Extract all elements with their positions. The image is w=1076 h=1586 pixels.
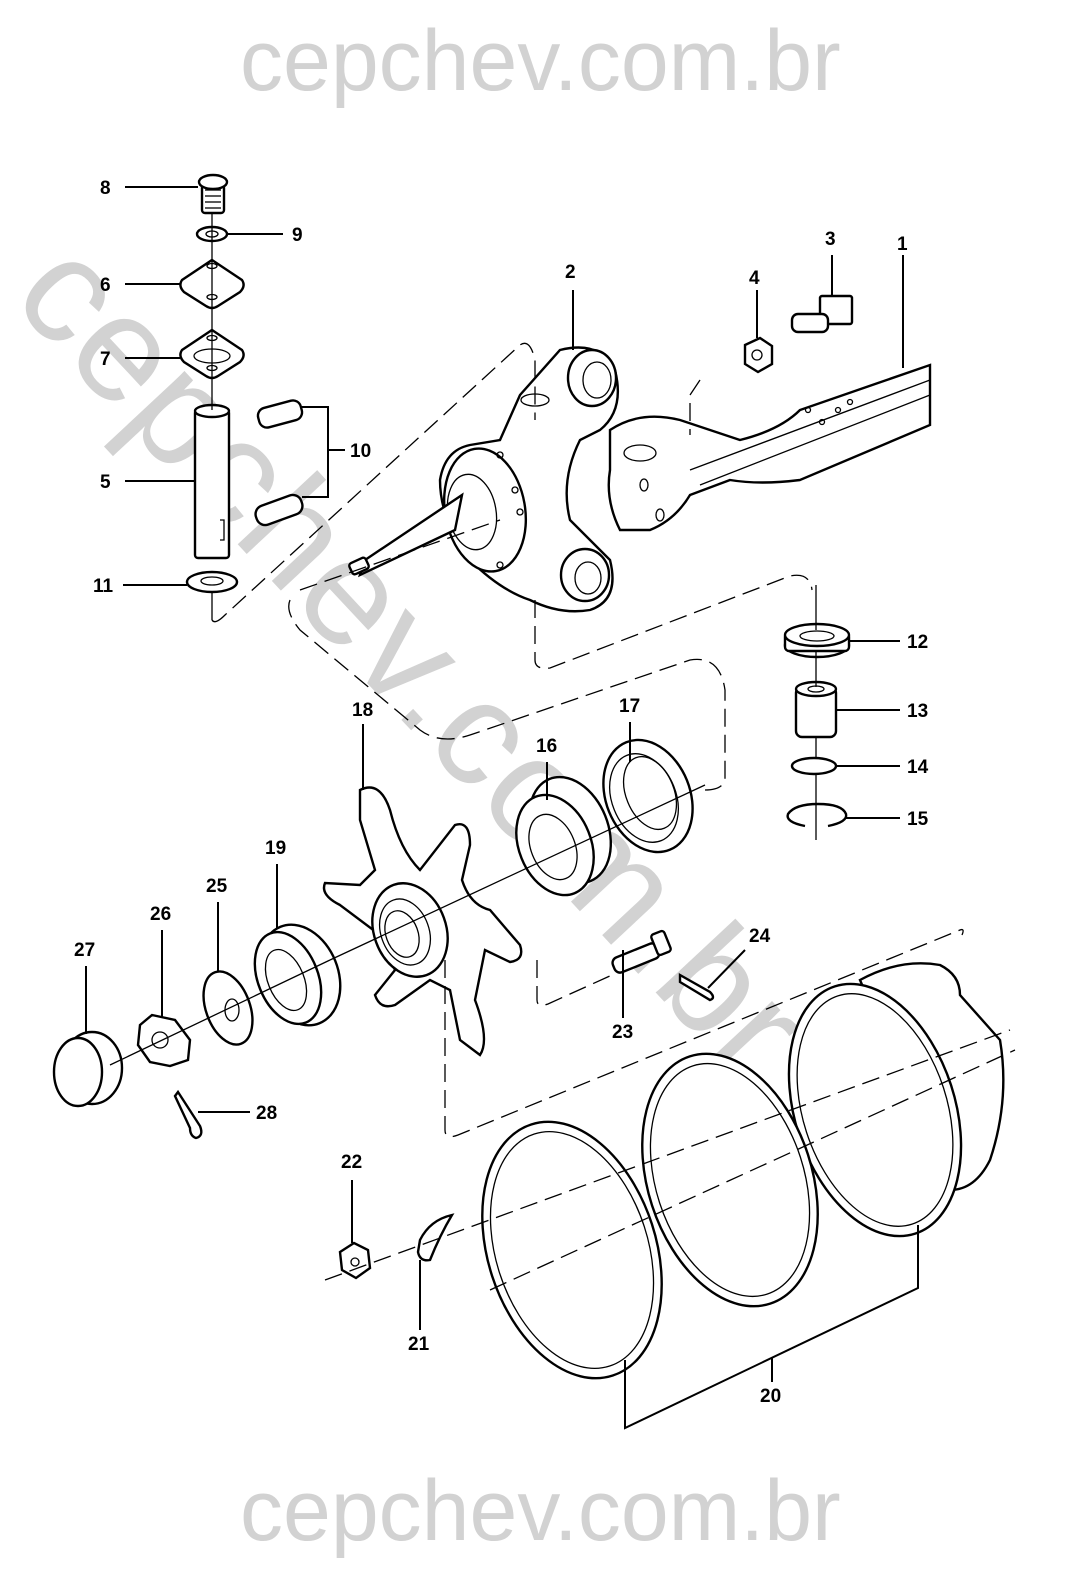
watermark-bottom: cepchev.com.br <box>240 1463 841 1559</box>
part-18-hub <box>322 786 523 1057</box>
part-11-washer <box>185 570 239 594</box>
part-4-nut <box>743 336 774 374</box>
callout-19: 19 <box>265 838 286 859</box>
callout-1: 1 <box>897 234 908 255</box>
callout-6: 6 <box>100 275 111 296</box>
part-5-kingpin <box>193 403 231 560</box>
callout-23: 23 <box>612 1022 633 1043</box>
part-13-sleeve <box>794 680 838 739</box>
callout-12: 12 <box>907 632 928 653</box>
part-26-castle-nut <box>136 1013 192 1068</box>
leader-lines <box>85 186 919 1430</box>
part-14-disc <box>790 756 838 776</box>
part-22-nut <box>338 1241 372 1280</box>
callout-22: 22 <box>341 1152 362 1173</box>
part-16-bearing <box>515 775 613 897</box>
part-17-seal <box>602 738 694 854</box>
part-27-cap <box>52 1030 124 1108</box>
callout-26: 26 <box>150 904 171 925</box>
part-3-bolt <box>790 294 854 334</box>
callout-9: 9 <box>292 225 303 246</box>
part-8-screw <box>197 173 229 215</box>
part-21-clip <box>416 1213 455 1262</box>
callout-5: 5 <box>100 472 111 493</box>
callout-15: 15 <box>907 809 929 830</box>
part-12-bushing <box>783 622 851 659</box>
part-20-rim <box>787 962 1005 1238</box>
part-2-knuckle <box>348 346 619 613</box>
part-10-pins <box>254 399 304 527</box>
callout-3: 3 <box>825 229 836 250</box>
callout-17: 17 <box>619 696 640 717</box>
callout-4: 4 <box>749 268 760 289</box>
watermark-top: cepchev.com.br <box>240 13 841 109</box>
callout-20: 20 <box>760 1386 781 1407</box>
part-1-axle-beam <box>607 363 932 532</box>
callout-24: 24 <box>749 926 771 947</box>
callout-11: 11 <box>93 576 114 597</box>
part-24-cotter-pin <box>678 972 715 1002</box>
part-23-stud <box>611 929 672 974</box>
callout-25: 25 <box>206 876 228 897</box>
callout-16: 16 <box>536 736 557 757</box>
callout-7: 7 <box>100 349 111 370</box>
callout-2: 2 <box>565 262 576 283</box>
callout-27: 27 <box>74 940 95 961</box>
callout-18: 18 <box>352 700 373 721</box>
callout-28: 28 <box>256 1103 277 1124</box>
part-28-cotter-pin <box>173 1089 203 1140</box>
callout-21: 21 <box>408 1334 430 1355</box>
callout-8: 8 <box>100 178 111 199</box>
part-15-snap-ring <box>786 802 848 828</box>
part-20-ring-b <box>481 1120 663 1380</box>
callout-13: 13 <box>907 701 928 722</box>
callout-14: 14 <box>907 757 929 778</box>
callout-10: 10 <box>350 441 371 462</box>
